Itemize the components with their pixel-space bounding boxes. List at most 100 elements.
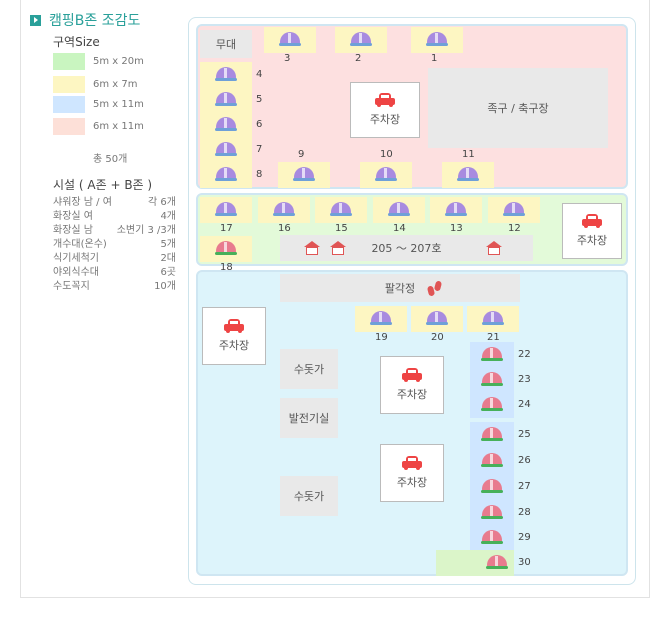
legend-label: 6m x 7m [93,79,138,90]
legend-label: 5m x 20m [93,56,144,67]
tent-purple-icon [215,142,237,158]
site-number: 23 [518,374,531,385]
site-number: 4 [256,69,263,80]
tent-purple-icon [215,117,237,133]
legend-label: 6m x 11m [93,121,144,132]
tent-red-icon [481,479,503,495]
site-number: 3 [284,53,291,64]
site-number: 29 [518,532,531,543]
tent-red-icon [481,397,503,413]
title-text: 캠핑B존 조감도 [49,13,141,29]
car-icon [402,368,422,382]
parking-lot[interactable]: 주차장 [562,203,622,259]
tent-red-icon [481,347,503,363]
tent-purple-icon [215,92,237,108]
tent-purple-icon [215,67,237,83]
tent-red-icon [481,453,503,469]
pavilion-label: 팔각정 [384,282,416,295]
car-icon [582,214,602,228]
parking-label: 주차장 [396,388,428,401]
site-number: 18 [220,262,233,273]
tent-purple-icon [388,202,410,218]
site-number: 10 [380,149,393,160]
site-number: 13 [450,223,463,234]
house-icon [330,241,346,255]
pavilion: 팔각정 [280,274,520,302]
sink-area: 수돗가 [280,476,338,516]
campsite-map [188,17,636,585]
stage: 무대 [200,30,252,58]
legend-label: 5m x 11m [93,99,144,110]
site-number: 11 [462,149,475,160]
site-number: 5 [256,94,263,105]
site-number: 24 [518,399,531,410]
football-field: 족구 / 축구장 [428,68,608,148]
parking-label: 주차장 [396,476,428,489]
site-number: 7 [256,144,263,155]
site-number: 15 [335,223,348,234]
tent-purple-icon [457,167,479,183]
site-number: 9 [298,149,305,160]
legend-swatch-pink [53,118,85,135]
tent-purple-icon [293,167,315,183]
site-number: 28 [518,507,531,518]
tent-purple-icon [375,167,397,183]
tent-red-icon [481,427,503,443]
page-title: 캠핑B존 조감도 [30,10,140,30]
site-number: 8 [256,169,263,180]
parking-lot[interactable]: 주차장 [380,444,444,502]
site-number: 26 [518,455,531,466]
site-number: 25 [518,429,531,440]
car-icon [402,456,422,470]
site-number: 20 [431,332,444,343]
parking-label: 주차장 [218,339,250,352]
facility-row: 개수대(온수)5개 [53,239,176,250]
sink-area: 수돗가 [280,349,338,389]
parking-lot[interactable]: 주차장 [350,82,420,138]
site-number: 12 [508,223,521,234]
legend-swatch-yellow [53,76,85,93]
content-frame [20,0,650,598]
generator-room: 발전기실 [280,398,338,438]
tent-purple-icon [215,167,237,183]
site-number: 16 [278,223,291,234]
tent-red-icon [486,555,508,571]
parking-label: 주차장 [576,234,608,247]
car-icon [375,93,395,107]
parking-lot[interactable]: 주차장 [380,356,444,414]
legend-heading: 구역Size [53,35,100,49]
site-number: 27 [518,481,531,492]
tent-purple-icon [273,202,295,218]
tent-purple-icon [330,202,352,218]
play-bullet-icon [30,14,41,26]
facilities-heading: 시설 ( A존 + B존 ) [53,178,153,192]
legend-swatch-blue [53,96,85,113]
site-number: 22 [518,349,531,360]
bungalow-label: 205 ～ 207호 [371,242,442,255]
site-number: 21 [487,332,500,343]
tent-purple-icon [426,32,448,48]
tent-purple-icon [279,32,301,48]
site-number: 17 [220,223,233,234]
site-number: 2 [355,53,362,64]
site-number: 1 [431,53,438,64]
tent-red-icon [215,241,237,257]
house-icon [304,241,320,255]
tent-purple-icon [445,202,467,218]
car-icon [224,319,244,333]
tent-red-icon [481,505,503,521]
tent-purple-icon [503,202,525,218]
tent-red-icon [481,372,503,388]
site-number: 30 [518,557,531,568]
tent-red-icon [481,530,503,546]
tent-purple-icon [215,202,237,218]
parking-lot[interactable]: 주차장 [202,307,266,365]
parking-label: 주차장 [369,113,401,126]
site-number: 19 [375,332,388,343]
site-number: 14 [393,223,406,234]
